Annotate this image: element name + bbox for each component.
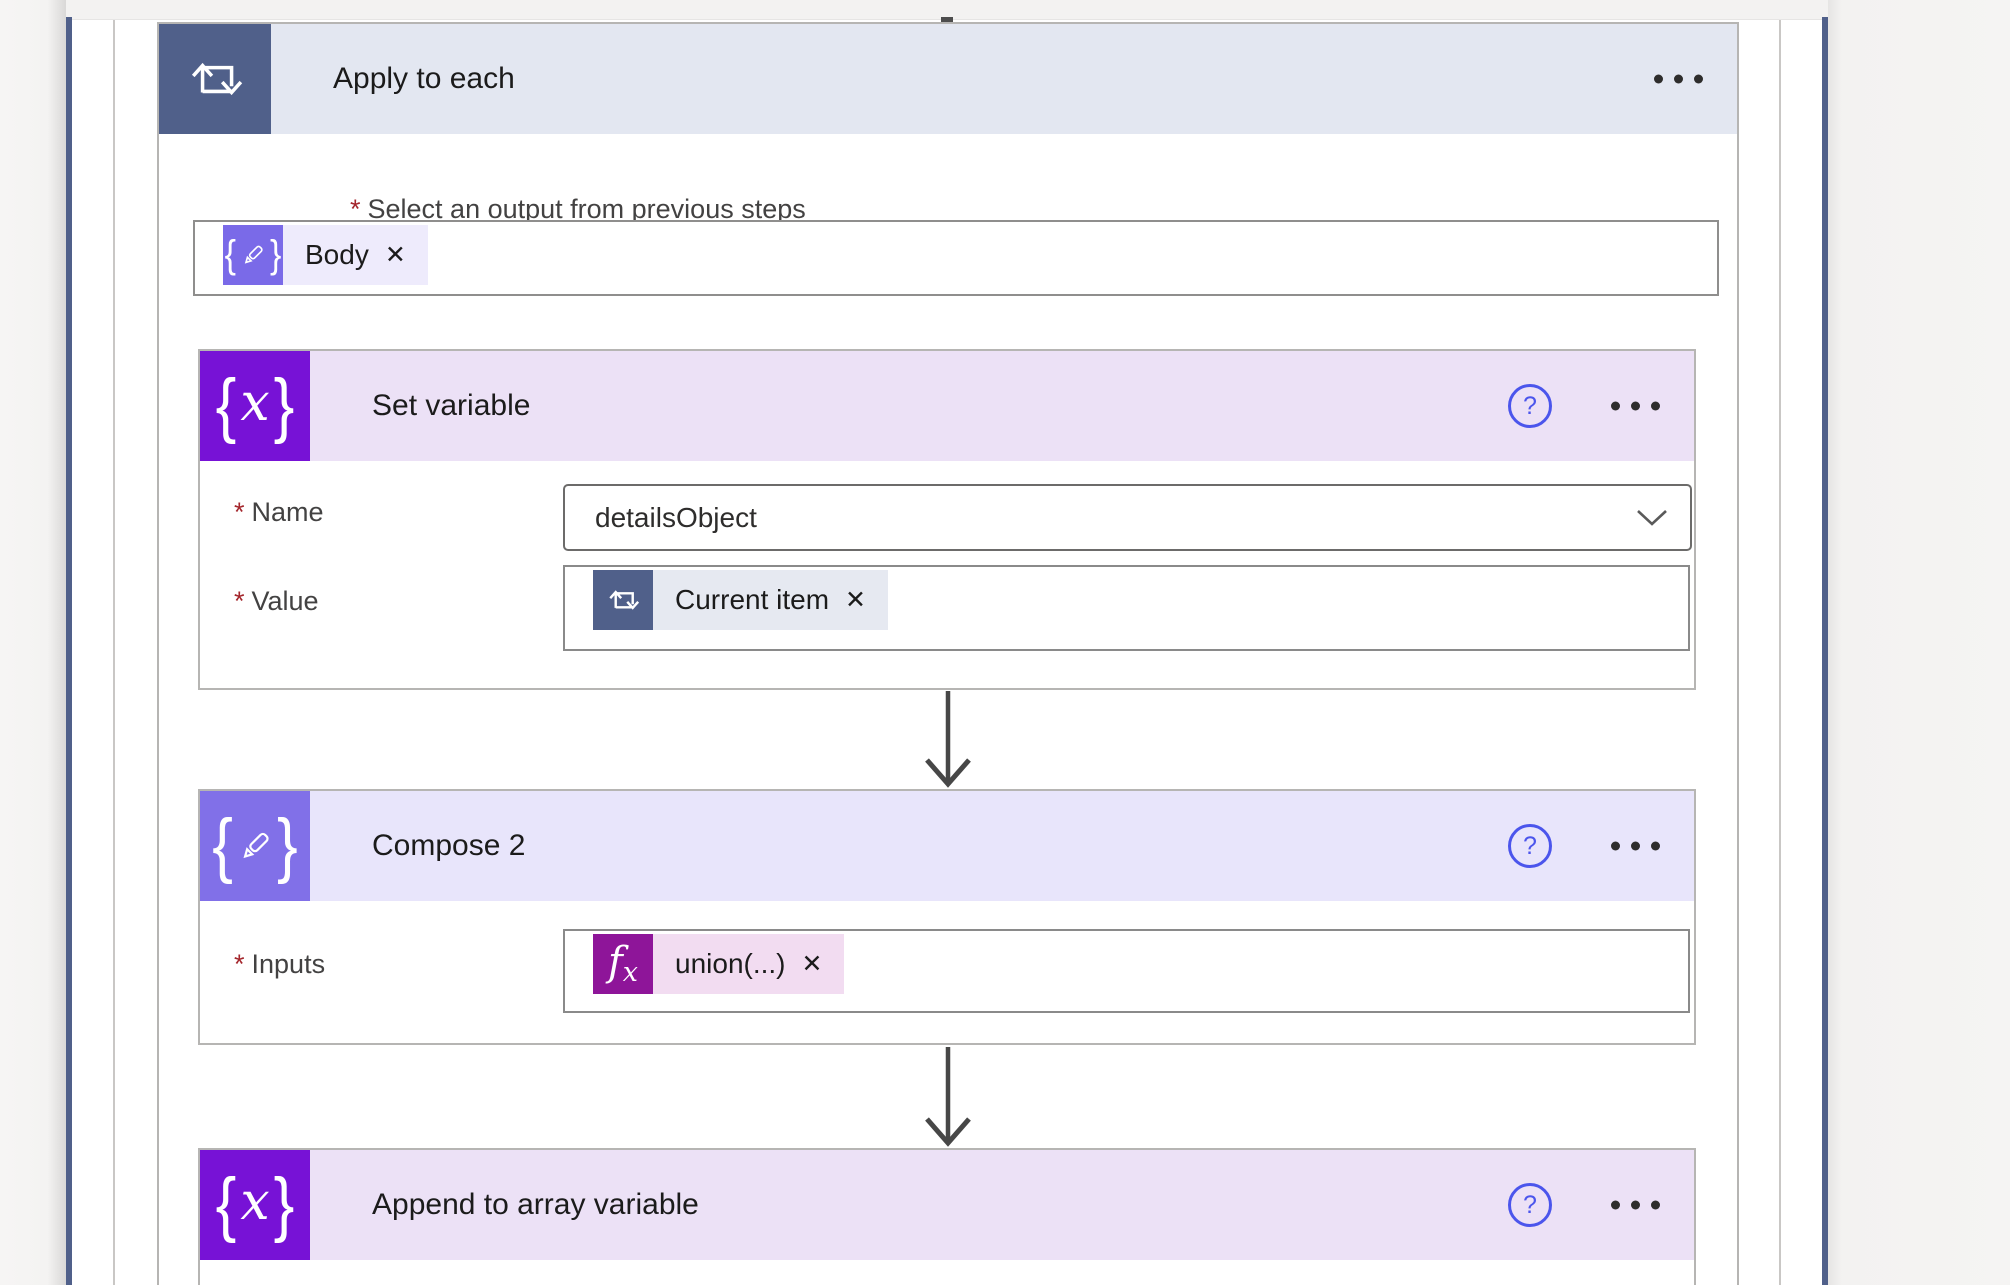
top-strip bbox=[0, 0, 2010, 20]
apply-to-each-title: Apply to each bbox=[333, 62, 515, 95]
select-output-input[interactable]: { } Body ✕ bbox=[193, 220, 1719, 296]
canvas-border-left bbox=[113, 20, 115, 1285]
variable-name-field[interactable]: detailsObject bbox=[563, 484, 1692, 551]
set-variable-menu-button[interactable] bbox=[1609, 396, 1662, 417]
append-menu-button[interactable] bbox=[1609, 1195, 1662, 1216]
current-item-token-label: Current item bbox=[675, 584, 830, 615]
current-item-token-remove-icon[interactable]: ✕ bbox=[845, 585, 866, 614]
name-label: * Name bbox=[234, 497, 324, 527]
apply-to-each-header[interactable]: Apply to each bbox=[159, 24, 1737, 134]
loop-icon bbox=[593, 570, 653, 630]
fx-expression-icon: fx bbox=[593, 934, 653, 994]
union-expression-token[interactable]: fx union(...) ✕ bbox=[593, 934, 845, 994]
append-to-array-variable-title: Append to array variable bbox=[372, 1188, 699, 1221]
inputs-label: * Inputs bbox=[234, 949, 326, 979]
scope-edge-rail-left bbox=[66, 17, 72, 1285]
connector-arrow-down-icon bbox=[925, 691, 971, 788]
loop-icon bbox=[159, 24, 271, 134]
variable-braces-x-icon: {x} bbox=[200, 1150, 310, 1260]
required-asterisk: * bbox=[350, 194, 361, 224]
compose-2-title: Compose 2 bbox=[372, 829, 526, 862]
union-expression-token-remove-icon[interactable]: ✕ bbox=[801, 949, 823, 978]
right-gutter bbox=[1828, 0, 2010, 1285]
compose-inputs-input[interactable]: fx union(...) ✕ bbox=[563, 929, 1690, 1013]
help-icon[interactable]: ? bbox=[1508, 1183, 1552, 1227]
append-to-array-variable-card: {x} Append to array variable ? bbox=[198, 1148, 1696, 1285]
dynamic-content-pencil-icon: { } bbox=[223, 225, 283, 285]
help-icon[interactable]: ? bbox=[1508, 824, 1552, 868]
chevron-down-icon[interactable] bbox=[1636, 502, 1668, 534]
variable-name-value: detailsObject bbox=[595, 501, 757, 533]
set-variable-header[interactable]: {x} Set variable ? bbox=[200, 351, 1694, 461]
set-variable-card: {x} Set variable ? * Name detailsObject … bbox=[198, 349, 1696, 690]
variable-value-input[interactable]: Current item ✕ bbox=[563, 565, 1690, 651]
canvas-border-right bbox=[1779, 20, 1781, 1285]
value-label: * Value bbox=[234, 586, 319, 616]
set-variable-title: Set variable bbox=[372, 389, 531, 422]
compose-2-menu-button[interactable] bbox=[1609, 836, 1662, 857]
left-gutter bbox=[0, 0, 66, 1285]
help-icon[interactable]: ? bbox=[1508, 384, 1552, 428]
union-expression-token-label: union(...) bbox=[675, 948, 786, 979]
select-output-label: * Select an output from previous steps bbox=[350, 194, 806, 224]
variable-braces-x-icon: {x} bbox=[200, 351, 310, 461]
compose-2-card: { } Compose 2 ? * Inputs fx bbox=[198, 789, 1696, 1045]
scope-edge-rail-right bbox=[1822, 17, 1828, 1285]
body-token[interactable]: { } Body ✕ bbox=[223, 225, 428, 285]
connector-arrow-down-icon bbox=[925, 1047, 971, 1147]
body-token-label: Body bbox=[305, 239, 369, 270]
apply-to-each-menu-button[interactable] bbox=[1652, 69, 1705, 90]
compose-2-header[interactable]: { } Compose 2 ? bbox=[200, 791, 1694, 901]
compose-braces-pencil-icon: { } bbox=[200, 791, 310, 901]
clipped-connector-arrowhead bbox=[941, 17, 953, 23]
body-token-remove-icon[interactable]: ✕ bbox=[384, 240, 406, 269]
append-to-array-variable-header[interactable]: {x} Append to array variable ? bbox=[200, 1150, 1694, 1260]
current-item-token[interactable]: Current item ✕ bbox=[593, 570, 888, 630]
